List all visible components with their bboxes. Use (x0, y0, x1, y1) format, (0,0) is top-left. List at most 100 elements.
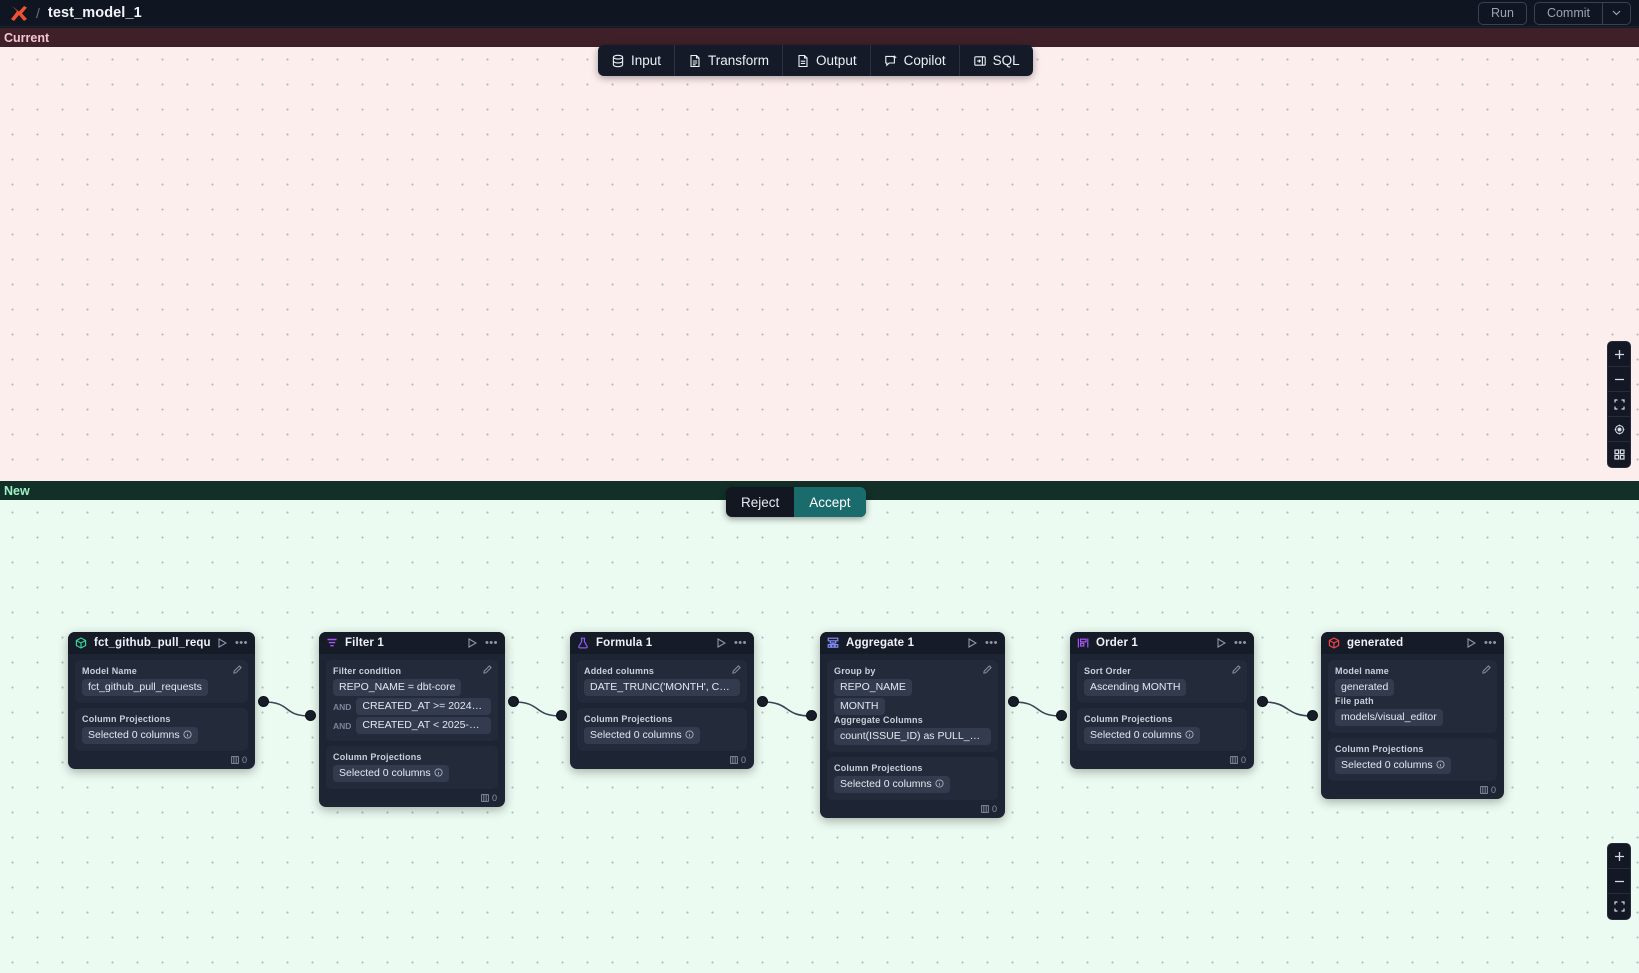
diff-label-current-text: Current (4, 30, 50, 45)
node-header[interactable]: Aggregate 1••• (820, 632, 1005, 654)
node-output-port[interactable] (757, 696, 768, 707)
fit-screen-icon[interactable] (1608, 392, 1630, 417)
node-value-chip[interactable]: REPO_NAME = dbt-core (333, 679, 462, 696)
node-header[interactable]: Filter 1••• (319, 632, 505, 654)
run-button[interactable]: Run (1478, 1, 1527, 25)
node-menu-icon[interactable]: ••• (984, 637, 998, 649)
commit-button-group[interactable]: Commit (1533, 1, 1631, 25)
canvas-current[interactable] (0, 47, 1639, 481)
node-value-row: MONTH (834, 698, 991, 715)
grid-icon[interactable] (1608, 442, 1630, 467)
node-run-icon[interactable] (1467, 638, 1476, 648)
node-run-icon[interactable] (468, 638, 477, 648)
node-section-label: Column Projections (834, 763, 923, 773)
node-header[interactable]: generated ••• (1321, 632, 1504, 654)
cube-icon (75, 637, 87, 649)
node-output-port[interactable] (1008, 696, 1019, 707)
node-input-port[interactable] (556, 710, 567, 721)
node-header[interactable]: fct_github_pull_requests••• (68, 632, 255, 654)
node-section-label: Group by (834, 666, 876, 676)
node-value-chip[interactable]: DATE_TRUNC('MONTH', CREATED_AT... (584, 679, 740, 696)
node-value-chip[interactable]: Selected 0 columns (584, 727, 700, 744)
node-column-count: 0 (1240, 755, 1246, 765)
node-input-port[interactable] (806, 710, 817, 721)
bolt-x-logo-icon[interactable] (8, 3, 30, 23)
chevron-down-icon[interactable] (1602, 2, 1630, 24)
node-title: generated (1347, 637, 1404, 649)
node-value-row: count(ISSUE_ID) as PULL_REQUEST_... (834, 728, 991, 745)
node-value-chip[interactable]: CREATED_AT < 2025-03-01 (356, 717, 491, 734)
zoom-out-button[interactable] (1608, 367, 1630, 392)
node-output-port[interactable] (1257, 696, 1268, 707)
node-value-chip[interactable]: Selected 0 columns (834, 776, 950, 793)
node-title: Order 1 (1096, 637, 1138, 649)
node-value-chip[interactable]: count(ISSUE_ID) as PULL_REQUEST_... (834, 728, 991, 745)
node-value-chip[interactable]: Selected 0 columns (333, 765, 449, 782)
node-menu-icon[interactable]: ••• (484, 637, 498, 649)
node-column-count: 0 (241, 755, 247, 765)
node-palette-toolbar: Input Transform Output (598, 45, 1033, 76)
node-value-row: models/visual_editor (1335, 709, 1490, 726)
fit-screen-icon-new[interactable] (1608, 894, 1630, 919)
zoom-in-button-new[interactable] (1608, 844, 1630, 869)
node-value-chip[interactable]: models/visual_editor (1335, 709, 1443, 726)
node-input-port[interactable] (1307, 710, 1318, 721)
toolbar-item-transform[interactable]: Transform (674, 45, 782, 76)
graph-node-source[interactable]: fct_github_pull_requests•••Model Namefct… (68, 632, 255, 769)
node-input-port[interactable] (1056, 710, 1067, 721)
node-value-chip[interactable]: MONTH (834, 698, 885, 715)
node-section-label: Sort Order (1084, 666, 1132, 676)
node-value-chip[interactable]: CREATED_AT >= 2024-12-01 (356, 698, 491, 715)
zoom-in-button[interactable] (1608, 342, 1630, 367)
node-output-port[interactable] (508, 696, 519, 707)
node-menu-icon[interactable]: ••• (1233, 637, 1247, 649)
node-value-chip[interactable]: Selected 0 columns (1084, 727, 1200, 744)
toolbar-item-sql[interactable]: SQL (958, 45, 1033, 76)
node-output-port[interactable] (258, 696, 269, 707)
commit-button[interactable]: Commit (1546, 5, 1590, 20)
node-value-row: REPO_NAME = dbt-core (333, 679, 491, 696)
node-input-port[interactable] (305, 710, 316, 721)
node-menu-icon[interactable]: ••• (1483, 637, 1497, 649)
zoom-out-button-new[interactable] (1608, 869, 1630, 894)
node-value-chip[interactable]: generated (1335, 679, 1395, 696)
node-value-row: REPO_NAME (834, 679, 991, 696)
toolbar-item-input[interactable]: Input (598, 45, 674, 76)
diff-review-actions: Reject Accept (726, 487, 866, 517)
node-run-icon[interactable] (1217, 638, 1226, 648)
node-value-chip[interactable]: REPO_NAME (834, 679, 912, 696)
node-value-chip[interactable]: Selected 0 columns (1335, 757, 1451, 774)
node-value-chip[interactable]: Ascending MONTH (1084, 679, 1187, 696)
node-header[interactable]: Order 1 ••• (1070, 632, 1254, 654)
node-run-icon[interactable] (717, 638, 726, 648)
file-output-icon (796, 54, 810, 68)
node-menu-icon[interactable]: ••• (733, 637, 747, 649)
toolbar-item-copilot[interactable]: Copilot (869, 45, 959, 76)
canvas-grid-dots (0, 47, 1639, 481)
file-text-icon (688, 54, 702, 68)
lock-target-icon[interactable] (1608, 417, 1630, 442)
toolbar-item-output[interactable]: Output (782, 45, 870, 76)
accept-button[interactable]: Accept (794, 487, 866, 517)
node-header[interactable]: Formula 1••• (570, 632, 754, 654)
reject-button[interactable]: Reject (741, 494, 780, 510)
zoom-controls-current (1607, 341, 1631, 468)
node-value-chip[interactable]: fct_github_pull_requests (82, 679, 208, 696)
node-run-icon[interactable] (218, 638, 227, 648)
node-value-chip[interactable]: Selected 0 columns (82, 727, 198, 744)
node-menu-icon[interactable]: ••• (234, 637, 248, 649)
node-value-row: Selected 0 columns (333, 765, 491, 782)
toolbar-item-copilot-label: Copilot (903, 53, 946, 68)
node-run-icon[interactable] (968, 638, 977, 648)
